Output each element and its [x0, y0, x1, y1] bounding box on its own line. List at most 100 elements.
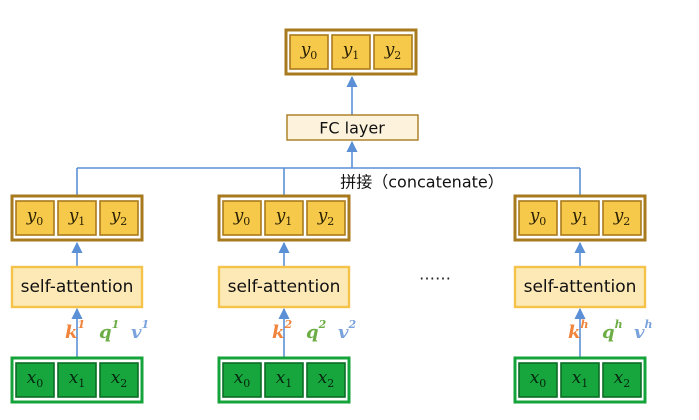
var-base: x: [530, 368, 540, 388]
var-base: x: [614, 368, 624, 388]
var-subscript: 0: [243, 377, 250, 390]
output-cell: [331, 34, 371, 70]
self-attention-box: [10, 265, 144, 309]
output-cell: [373, 34, 413, 70]
q-label: qh: [602, 318, 623, 343]
var-base: x: [111, 368, 121, 388]
self-attention-label: self-attention: [228, 277, 341, 297]
var-subscript: 2: [120, 377, 127, 390]
self-attention-label: self-attention: [21, 277, 134, 297]
var-base: y: [529, 206, 540, 226]
q-symbol: q: [602, 322, 615, 343]
output-cell-label: y0: [26, 206, 44, 228]
q-superscript: 2: [318, 318, 327, 331]
v-symbol: v: [634, 322, 645, 343]
output-cell: [306, 200, 346, 236]
var-subscript: 1: [78, 377, 85, 390]
var-base: x: [69, 368, 79, 388]
var-subscript: 0: [539, 377, 546, 390]
k-superscript: h: [580, 318, 588, 331]
q-symbol: q: [306, 322, 319, 343]
var-subscript: 1: [581, 377, 588, 390]
output-cell-label: y1: [342, 40, 360, 62]
var-subscript: 0: [243, 215, 250, 228]
input-cell: [602, 362, 642, 398]
var-base: x: [27, 368, 37, 388]
k-label: kh: [568, 318, 588, 343]
output-cell: [289, 34, 329, 70]
var-base: y: [275, 206, 286, 226]
input-cell-label: x0: [234, 368, 251, 390]
input-cell-label: x2: [318, 368, 335, 390]
v-symbol: v: [131, 322, 142, 343]
var-base: x: [572, 368, 582, 388]
self-attention-label: self-attention: [524, 277, 637, 297]
var-base: y: [110, 206, 121, 226]
output-cell-label: y2: [384, 40, 402, 62]
var-subscript: 2: [327, 215, 334, 228]
v-symbol: v: [338, 322, 349, 343]
output-cell: [264, 200, 304, 236]
v-label: v2: [338, 318, 356, 343]
q-label: q1: [99, 318, 119, 343]
var-subscript: 2: [120, 215, 127, 228]
output-cell: [15, 200, 55, 236]
output-cell-label: y2: [110, 206, 128, 228]
output-cell-label: y0: [233, 206, 251, 228]
concat-label: 拼接（concatenate）: [340, 173, 504, 192]
var-base: y: [233, 206, 244, 226]
output-cell-label: y0: [529, 206, 547, 228]
var-base: y: [26, 206, 37, 226]
q-label: q2: [306, 318, 327, 343]
input-cell: [306, 362, 346, 398]
k-symbol: k: [65, 322, 77, 343]
var-subscript: 0: [310, 49, 317, 62]
var-base: y: [613, 206, 624, 226]
var-subscript: 1: [352, 49, 359, 62]
var-base: x: [234, 368, 244, 388]
var-subscript: 2: [623, 215, 630, 228]
var-base: x: [318, 368, 328, 388]
input-cell-label: x1: [572, 368, 589, 390]
v-superscript: h: [644, 318, 652, 331]
q-superscript: h: [615, 318, 623, 331]
k-label: k1: [65, 318, 85, 343]
input-cell: [560, 362, 600, 398]
fc-layer-box: [286, 114, 419, 141]
var-subscript: 1: [285, 377, 292, 390]
input-cell-label: x2: [614, 368, 631, 390]
self-attention-box: [513, 265, 647, 309]
input-cell: [15, 362, 55, 398]
ellipsis: ……: [419, 265, 451, 284]
var-subscript: 2: [327, 377, 334, 390]
output-cell: [99, 200, 139, 236]
k-superscript: 2: [283, 318, 292, 331]
var-subscript: 0: [539, 215, 546, 228]
k-label: k2: [272, 318, 292, 343]
self-attention-box: [217, 265, 351, 309]
v-superscript: 1: [141, 318, 149, 331]
var-base: y: [300, 40, 311, 60]
var-subscript: 0: [36, 215, 43, 228]
output-cell-label: y1: [68, 206, 86, 228]
input-cell: [99, 362, 139, 398]
input-cell: [518, 362, 558, 398]
output-cell: [560, 200, 600, 236]
var-subscript: 2: [623, 377, 630, 390]
var-base: y: [384, 40, 395, 60]
q-superscript: 1: [112, 318, 120, 331]
output-cell-label: y0: [300, 40, 318, 62]
v-label: vh: [634, 318, 652, 343]
input-cell-label: x2: [111, 368, 128, 390]
q-symbol: q: [99, 322, 112, 343]
input-cell-label: x0: [530, 368, 547, 390]
input-cell-label: x1: [69, 368, 86, 390]
input-cell: [57, 362, 97, 398]
output-cell-label: y2: [613, 206, 631, 228]
var-base: y: [68, 206, 79, 226]
output-cell: [57, 200, 97, 236]
var-subscript: 1: [78, 215, 85, 228]
v-superscript: 2: [347, 318, 356, 331]
output-cell: [602, 200, 642, 236]
